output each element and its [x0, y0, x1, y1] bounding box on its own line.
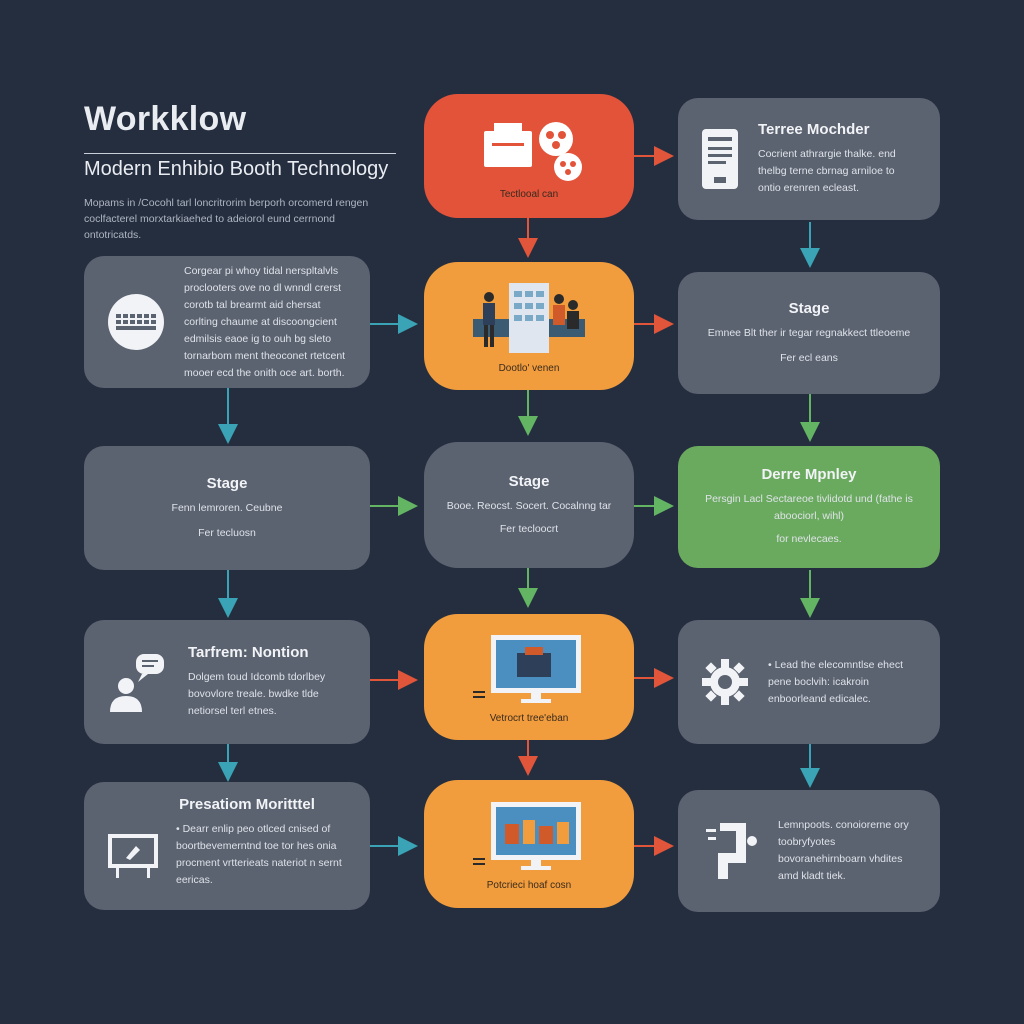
node-6-label: Stage — [206, 474, 248, 492]
node-7-body: Booe. Reocst. Socert. Cocalnng tar — [446, 499, 612, 512]
node-7[interactable]: Stage Booe. Reocst. Socert. Cocalnng tar… — [424, 442, 634, 568]
phone-icon — [700, 127, 740, 191]
node-1[interactable]: Tectlooal can — [424, 94, 634, 218]
presentation-icon — [106, 832, 160, 878]
node-8[interactable]: Derre Mpnley Persgin Lacl Sectareoe tivl… — [678, 446, 940, 568]
node-5-body: Emnee Blt ther ir tegar regnakkect ttleo… — [707, 326, 911, 339]
cog-icon — [700, 657, 750, 707]
node-2-body: Cocrient athrargie thalke. end thelbg te… — [758, 148, 896, 194]
folder-gears-icon — [464, 113, 594, 183]
header: Workklow Modern Enhibio Booth Technology… — [84, 100, 404, 243]
node-8-sub: for nevlecaes. — [776, 533, 842, 545]
node-9-body: Dolgem toud Idcomb tdorlbey bovovlore tr… — [188, 671, 326, 717]
node-4-caption: Dootlo' venen — [498, 362, 560, 374]
node-8-label: Derre Mpnley — [761, 466, 857, 483]
intro-text: Mopams in /Cocohl tarl loncritrorim berp… — [84, 197, 369, 241]
speech-user-icon — [106, 650, 170, 714]
page-title: Workklow — [84, 100, 247, 138]
keyboard-icon — [106, 292, 166, 352]
page-subtitle: Modern Enhibio Booth Technology — [84, 153, 396, 187]
node-9-label: Tarfrem: Nontion — [188, 644, 309, 661]
node-6[interactable]: Stage Fenn lemroren. Ceubne Fer tecluosn — [84, 446, 370, 570]
node-12-label: Presatiom Moritttel — [179, 796, 315, 813]
node-14[interactable]: Lemnpoots. conoiorerne ory toobryfyotes … — [678, 790, 940, 912]
monitor-icon — [469, 798, 589, 874]
node-8-body: Persgin Lacl Sectareoe tivlidotd und (fa… — [705, 493, 913, 522]
node-13-caption: Potcrieci hoaf cosn — [486, 879, 572, 891]
node-3[interactable]: Corgear pi whoy tidal nerspltalvls procl… — [84, 256, 370, 388]
node-11-body: • Lead the elecomntlse ehect pene boclvi… — [768, 658, 904, 705]
people-icon — [469, 279, 589, 357]
node-12[interactable]: Presatiom Moritttel • Dearr enlip peo ot… — [84, 782, 370, 910]
node-11[interactable]: • Lead the elecomntlse ehect pene boclvi… — [678, 620, 940, 744]
monitor-icon — [469, 631, 589, 707]
node-13[interactable]: Potcrieci hoaf cosn — [424, 780, 634, 908]
node-3-body: Corgear pi whoy tidal nerspltalvls procl… — [184, 264, 346, 379]
node-2[interactable]: Terree Mochder Cocrient athrargie thalke… — [678, 98, 940, 220]
node-10-caption: Vetrocrt tree'eban — [489, 712, 569, 724]
node-12-body: • Dearr enlip peo otlced cnised of boort… — [176, 823, 342, 886]
node-14-body: Lemnpoots. conoiorerne ory toobryfyotes … — [778, 819, 909, 882]
node-6-sub: Fer tecluosn — [198, 526, 256, 539]
node-2-label: Terree Mochder — [758, 121, 870, 138]
node-1-caption: Tectlooal can — [499, 188, 559, 200]
node-9[interactable]: Tarfrem: Nontion Dolgem toud Idcomb tdor… — [84, 620, 370, 744]
node-5-sub: Fer ecl eans — [780, 351, 838, 364]
node-5[interactable]: Stage Emnee Blt ther ir tegar regnakkect… — [678, 272, 940, 394]
node-10[interactable]: Vetrocrt tree'eban — [424, 614, 634, 740]
node-7-sub: Fer tecloocrt — [499, 522, 559, 535]
node-5-label: Stage — [788, 299, 830, 317]
node-6-body: Fenn lemroren. Ceubne — [171, 501, 283, 514]
pipe-icon — [700, 819, 760, 883]
node-7-label: Stage — [508, 472, 550, 490]
node-4[interactable]: Dootlo' venen — [424, 262, 634, 390]
